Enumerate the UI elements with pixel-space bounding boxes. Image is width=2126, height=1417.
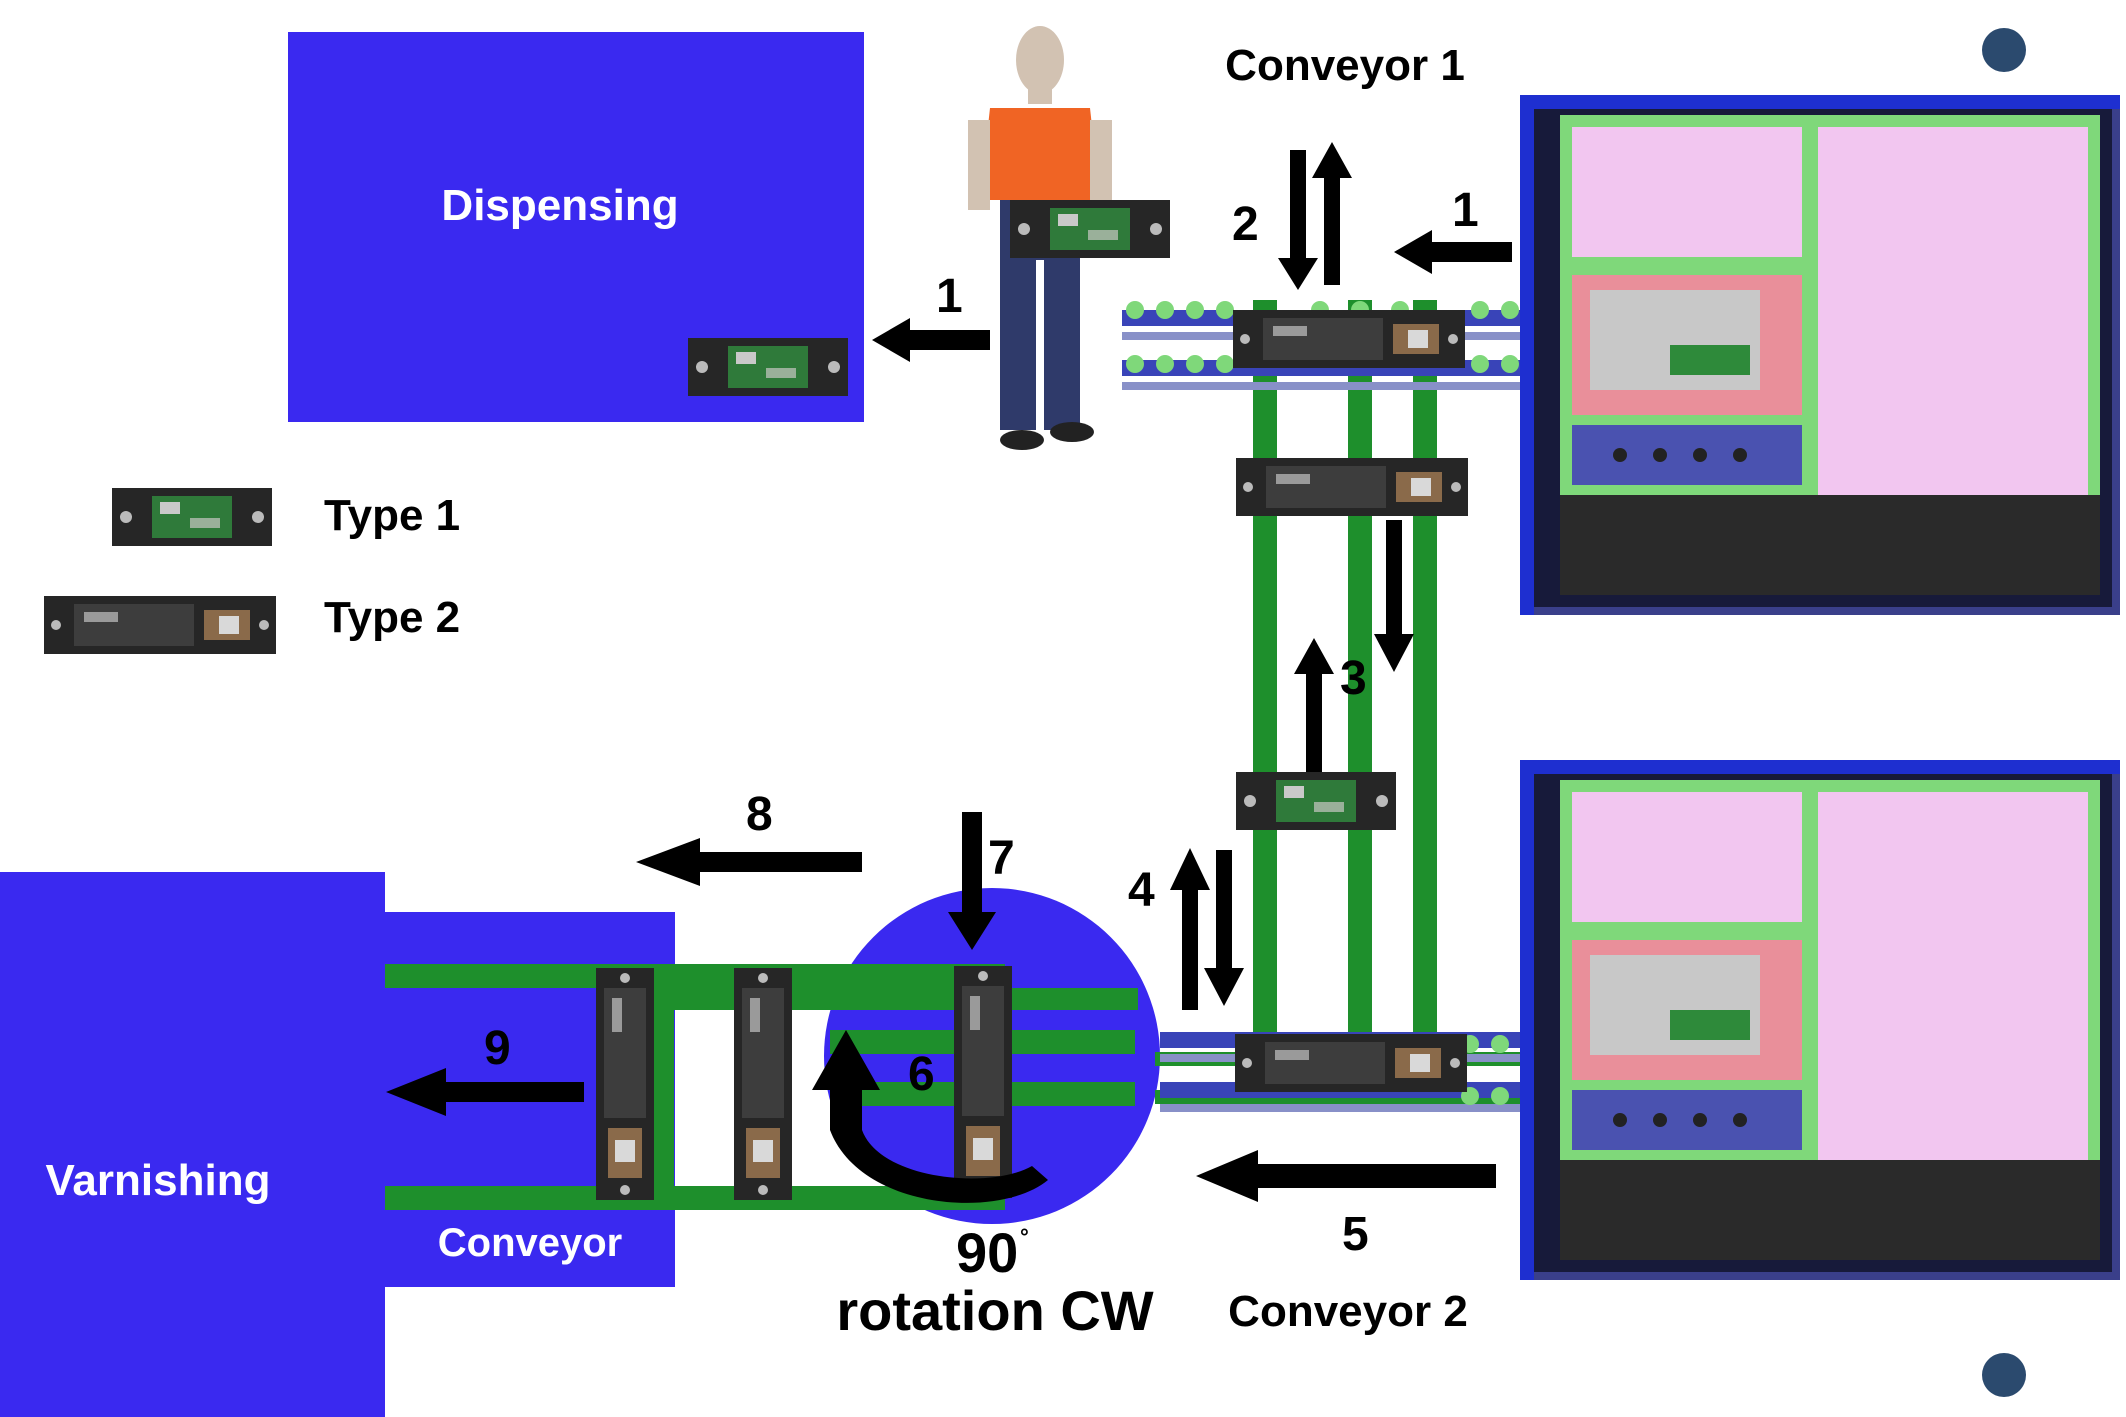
board-type2-conveyor1 (1233, 310, 1465, 368)
legend-type2-label: Type 2 (324, 593, 460, 642)
link-rail-1 (1253, 300, 1277, 1045)
signal-tower-top (1982, 28, 2026, 72)
board-on-varnish-rail (734, 968, 792, 1200)
legend-type1-label: Type 1 (324, 491, 460, 540)
arrow-step2-up (1312, 142, 1352, 285)
arrow-step3-down (1374, 520, 1414, 672)
varnish-rail-top (385, 964, 1005, 988)
board-type1-in-dispensing (688, 338, 848, 396)
step-1-right: 1 (1452, 184, 1479, 237)
legend-type1-icon (112, 488, 272, 546)
step-3: 3 (1340, 652, 1367, 705)
board-on-rotation-table (954, 966, 1012, 1198)
dispensing-label: Dispensing (441, 181, 678, 230)
varnishing-label: Varnishing (46, 1156, 271, 1205)
step-4: 4 (1128, 864, 1155, 917)
conveyor-label: Conveyor (438, 1221, 623, 1265)
link-rail-2 (1348, 300, 1372, 1045)
machine-top (1520, 95, 2120, 615)
step-2: 2 (1232, 198, 1259, 251)
signal-tower-bottom (1982, 1353, 2026, 1397)
step-7: 7 (988, 832, 1015, 885)
step-6: 6 (908, 1048, 935, 1101)
varnishing-area (0, 872, 385, 1417)
varnish-rail-cross (652, 988, 674, 1186)
arrow-step4-down (1204, 850, 1244, 1006)
step-numbers: 1 1 2 3 4 5 6 7 8 9 (484, 184, 1479, 1261)
board-type2-conveyor2 (1235, 1034, 1467, 1092)
legend-type2-icon (44, 596, 276, 654)
arrow-step5-left (1196, 1150, 1496, 1202)
arrow-step9-left (386, 1068, 584, 1116)
arrow-step1-right (1394, 230, 1512, 274)
operator-figure (968, 26, 1170, 450)
step-5: 5 (1342, 1208, 1369, 1261)
arrow-step2-down (1278, 150, 1318, 290)
link-rail-3 (1413, 300, 1437, 1045)
rotation-degree-sign: ° (1020, 1224, 1029, 1249)
arrow-step4-up (1170, 848, 1210, 1010)
board-type2-link (1236, 458, 1468, 516)
board-entering-varnishing (596, 968, 654, 1200)
step-8: 8 (746, 788, 773, 841)
flow-arrows (386, 142, 1512, 1203)
step-9: 9 (484, 1022, 511, 1075)
arrow-step3-up (1294, 638, 1334, 772)
arrow-step7-down (948, 812, 996, 950)
arrow-step8-left (636, 838, 862, 886)
arrow-step6-rotation (812, 1030, 1048, 1203)
board-type1-link (1236, 772, 1396, 830)
conveyor1-label: Conveyor 1 (1225, 41, 1465, 90)
step-1-left: 1 (936, 270, 963, 323)
rotation-angle: 90 (956, 1221, 1018, 1284)
conveyor2-label: Conveyor 2 (1228, 1287, 1468, 1336)
arrow-step1-left (872, 318, 990, 362)
machine-bottom (1520, 760, 2120, 1280)
rotation-caption: rotation CW (836, 1279, 1153, 1342)
